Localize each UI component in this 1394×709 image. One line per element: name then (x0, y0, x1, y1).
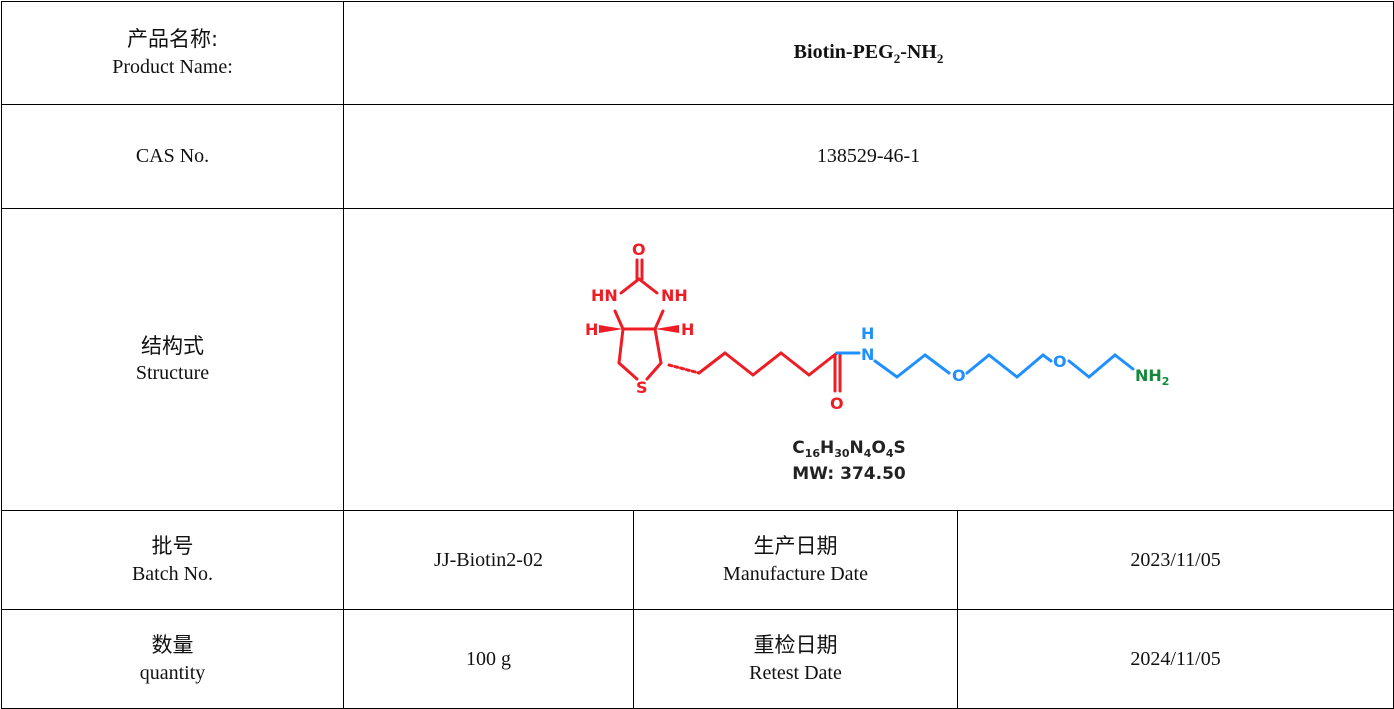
row-cas: CAS No. 138529-46-1 (1, 104, 1394, 209)
atom-ether-o1: O (952, 366, 966, 385)
manufacture-label-en: Manufacture Date (723, 562, 868, 585)
structure-label-cell: 结构式 Structure (1, 208, 344, 511)
structure-label-zh: 结构式 (141, 333, 204, 358)
cas-label-cell: CAS No. (1, 104, 344, 209)
product-name-mid: -NH (900, 40, 937, 63)
structure-cell: O HN NH H H S O H N O O NH2 C16H30N4O4S … (342, 208, 1394, 511)
atom-o-top: O (632, 240, 646, 259)
atom-carbonyl-o: O (830, 394, 844, 413)
atom-h-right: H (681, 320, 694, 339)
batch-value-cell: JJ-Biotin2-02 (343, 510, 634, 610)
atom-ether-o2: O (1053, 352, 1067, 371)
cas-label: CAS No. (135, 145, 210, 167)
atom-nh: NH (661, 286, 688, 305)
manufacture-value-cell: 2023/11/05 (956, 510, 1394, 610)
product-name-label-en: Product Name: (112, 55, 233, 78)
stereo-wedge-left (598, 324, 623, 333)
molecular-formula: C16H30N4O4S (792, 438, 906, 460)
batch-label-cell: 批号 Batch No. (1, 510, 344, 610)
row-batch: 批号 Batch No. JJ-Biotin2-02 生产日期 Manufact… (1, 510, 1394, 610)
row-structure: 结构式 Structure (1, 208, 1394, 511)
retest-label-zh: 重检日期 (753, 633, 838, 658)
atom-amide-n: N (861, 345, 874, 364)
biotin-atom-labels: O HN NH H H S O (585, 240, 844, 413)
product-name-label-cell: 产品名称: Product Name: (1, 1, 344, 105)
retest-value-cell: 2024/11/05 (956, 609, 1394, 709)
product-name-value: Biotin-PEG2-NH2 (793, 40, 944, 66)
quantity-value-cell: 100 g (343, 609, 634, 709)
retest-value: 2024/11/05 (1130, 647, 1221, 670)
biotin-bonds (613, 258, 842, 392)
quantity-label-en: quantity (139, 661, 206, 684)
atom-nh2: NH2 (1135, 366, 1169, 388)
chemical-structure-diagram: O HN NH H H S O H N O O NH2 C16H30N4O4S … (585, 240, 1169, 484)
molecular-weight: MW: 374.50 (792, 464, 906, 484)
product-name-sub2: 2 (936, 50, 944, 66)
linker-atom-labels: H N O O (861, 324, 1067, 385)
batch-label-zh: 批号 (151, 534, 194, 559)
atom-amide-h: H (861, 324, 874, 343)
manufacture-value: 2023/11/05 (1130, 548, 1221, 571)
manufacture-label-zh: 生产日期 (753, 534, 838, 559)
atom-h-left: H (585, 320, 598, 339)
cas-value-cell: 138529-46-1 (342, 104, 1394, 209)
stereo-wedge-right (654, 324, 679, 333)
manufacture-label-cell: 生产日期 Manufacture Date (633, 510, 958, 610)
batch-value: JJ-Biotin2-02 (434, 548, 543, 571)
product-name-value-cell: Biotin-PEG2-NH2 (342, 1, 1394, 105)
product-name-label-zh: 产品名称: (126, 27, 219, 52)
row-product-name: 产品名称: Product Name: Biotin-PEG2-NH2 (1, 1, 1394, 105)
quantity-value: 100 g (466, 647, 511, 670)
retest-label-en: Retest Date (749, 661, 842, 684)
product-name-main: Biotin-PEG (793, 40, 894, 63)
structure-label-en: Structure (135, 362, 210, 385)
cas-value: 138529-46-1 (816, 145, 921, 167)
atom-hn: HN (591, 286, 618, 305)
linker-bonds (835, 351, 1135, 378)
retest-label-cell: 重检日期 Retest Date (633, 609, 958, 709)
batch-label-en: Batch No. (131, 562, 214, 585)
row-quantity: 数量 quantity 100 g 重检日期 Retest Date 2024/… (1, 609, 1394, 709)
atom-s: S (636, 378, 648, 397)
quantity-label-cell: 数量 quantity (1, 609, 344, 709)
quantity-label-zh: 数量 (151, 633, 194, 658)
product-name-sub1: 2 (893, 50, 901, 66)
